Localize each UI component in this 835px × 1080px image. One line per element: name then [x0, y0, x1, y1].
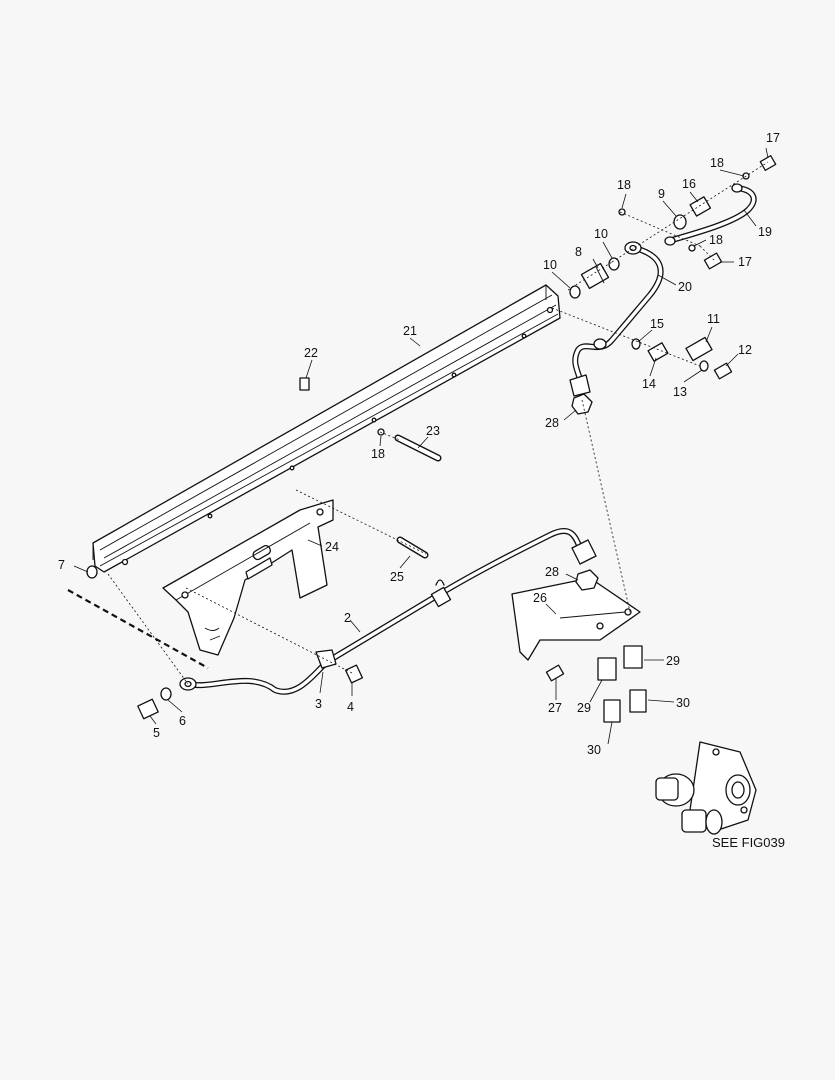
callout-16: 16	[682, 177, 696, 191]
callout-18a: 18	[710, 156, 724, 170]
fuel-pipe-19	[664, 183, 757, 246]
callout-29a: 29	[666, 654, 680, 668]
callout-4: 4	[347, 700, 354, 714]
callout-19: 19	[758, 225, 772, 239]
callout-10b: 10	[594, 227, 608, 241]
callout-21: 21	[403, 324, 417, 338]
callout-7: 7	[58, 558, 65, 572]
bracket-26	[511, 393, 647, 723]
mounting-bracket	[162, 499, 334, 656]
injection-pump	[655, 741, 757, 835]
callout-3: 3	[315, 697, 322, 711]
callout-14: 14	[642, 377, 656, 391]
callout-18d: 18	[371, 447, 385, 461]
callout-20: 20	[678, 280, 692, 294]
callout-17b: 17	[738, 255, 752, 269]
callout-12: 12	[738, 343, 752, 357]
callout-28b: 28	[545, 565, 559, 579]
callout-leaders	[73, 147, 769, 745]
callout-17a: 17	[766, 131, 780, 145]
alignment-lines	[67, 161, 769, 685]
callout-24: 24	[325, 540, 339, 554]
callout-28a: 28	[545, 416, 559, 430]
callout-27: 27	[548, 701, 562, 715]
reference-label: SEE FIG039	[712, 835, 785, 850]
callout-18b: 18	[617, 178, 631, 192]
callout-23: 23	[426, 424, 440, 438]
callout-13: 13	[673, 385, 687, 399]
top-fittings	[86, 155, 777, 579]
lower-fittings	[137, 649, 364, 720]
callout-10a: 10	[543, 258, 557, 272]
callout-15: 15	[650, 317, 664, 331]
callout-2: 2	[344, 611, 351, 625]
callout-30a: 30	[676, 696, 690, 710]
callout-26: 26	[533, 591, 547, 605]
callout-22: 22	[304, 346, 318, 360]
callout-labels: 2 3 4 5 6 7 8 9 10 10 11 12 13 14 15 16 …	[58, 131, 785, 850]
fuel-rail-channel	[92, 284, 561, 573]
callout-9: 9	[658, 187, 665, 201]
callout-18c: 18	[709, 233, 723, 247]
callout-25: 25	[390, 570, 404, 584]
callout-6: 6	[179, 714, 186, 728]
fuel-pipe-20	[569, 241, 664, 397]
callout-11: 11	[707, 312, 720, 326]
callout-8: 8	[575, 245, 582, 259]
callout-29b: 29	[577, 701, 591, 715]
fuel-pipe	[179, 527, 597, 695]
callout-5: 5	[153, 726, 160, 740]
callout-30b: 30	[587, 743, 601, 757]
